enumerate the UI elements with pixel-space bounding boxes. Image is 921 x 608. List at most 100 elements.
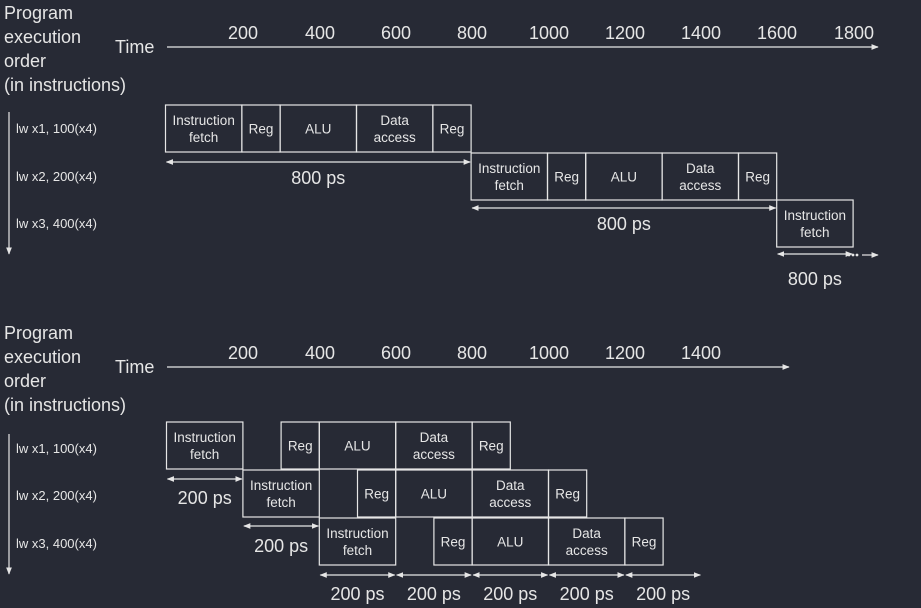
stage-box-outline [737, 152, 778, 201]
stage-label: Reg [745, 170, 770, 185]
continuation-dot [847, 253, 851, 257]
instruction-label: lw x1, 100(x4) [16, 121, 97, 136]
stage-box: Reg [624, 517, 664, 566]
diagram-non-pipelined: Program execution order (in instructions… [4, 3, 879, 289]
stage-box: ALU [279, 104, 358, 153]
duration-label: 200 ps [254, 536, 308, 556]
instruction-label: lw x2, 200(x4) [16, 488, 97, 503]
stage-label: Data [572, 526, 601, 541]
heading-line: order [4, 371, 46, 391]
duration-label: 200 ps [178, 488, 232, 508]
stage-label: Instruction [784, 208, 846, 223]
stage-box-outline [776, 199, 854, 248]
stage-label: fetch [343, 543, 372, 558]
tick-label: 600 [381, 23, 411, 43]
time-ticks: 200 400 600 800 1000 1200 1400 [228, 343, 721, 363]
time-label: Time [115, 37, 154, 57]
stage-box: Reg [433, 517, 473, 566]
stage-box: Reg [280, 421, 320, 470]
stage-box: ALU [395, 469, 473, 518]
continuation-dot [855, 253, 859, 257]
tick-label: 1400 [681, 23, 721, 43]
stage-box: Instruction fetch [318, 517, 397, 566]
heading-line: Program [4, 3, 73, 23]
instruction-label: lw x3, 400(x4) [16, 216, 97, 231]
stage-label: Instruction [250, 478, 312, 493]
duration-span: 800 ps [165, 159, 471, 188]
stage-label: ALU [421, 487, 447, 502]
stage-label: Reg [249, 122, 274, 137]
tick-label: 1400 [681, 343, 721, 363]
stage-label: ALU [611, 170, 637, 185]
stage-box-outline [432, 104, 472, 153]
stage-label: ALU [497, 535, 523, 550]
duration-label: 200 ps [407, 584, 461, 604]
stage-label: access [374, 130, 416, 145]
instruction-label: lw x1, 100(x4) [16, 441, 97, 456]
time-label: Time [115, 357, 154, 377]
duration-span: 200 ps [548, 572, 625, 604]
duration-span: 200 ps [625, 572, 702, 604]
tick-label: 1000 [529, 23, 569, 43]
heading-line: (in instructions) [4, 395, 126, 415]
stage-box-outline [242, 469, 320, 518]
stage-box-outline [165, 421, 244, 470]
continuation-dots [847, 252, 879, 258]
duration-label: 200 ps [636, 584, 690, 604]
stage-box-outline [624, 517, 664, 566]
tick-label: 200 [228, 23, 258, 43]
stage-box: ALU [318, 421, 397, 470]
duration-span: 200 ps [472, 572, 549, 604]
stage-label: Reg [441, 535, 466, 550]
stage-label: fetch [190, 447, 219, 462]
stage-box: Reg [241, 104, 281, 153]
stage-label: Instruction [478, 161, 540, 176]
stage-label: Data [420, 430, 449, 445]
stage-label: Instruction [326, 526, 388, 541]
stage-label: Data [686, 161, 715, 176]
stage-box: Instruction fetch [470, 152, 549, 201]
diagram-pipelined: Program execution order (in instructions… [4, 323, 790, 604]
duration-label: 200 ps [483, 584, 537, 604]
duration-label: 800 ps [291, 168, 345, 188]
stage-box: Reg [547, 469, 588, 518]
tick-label: 800 [457, 23, 487, 43]
heading-line: order [4, 51, 46, 71]
continuation-dot [851, 253, 855, 257]
tick-label: 400 [305, 343, 335, 363]
stage-label: Reg [632, 535, 657, 550]
instruction-label: lw x3, 400(x4) [16, 536, 97, 551]
stage-label: ALU [305, 122, 331, 137]
tick-label: 400 [305, 23, 335, 43]
duration-span: 200 ps [166, 476, 243, 508]
stage-box: ALU [471, 517, 550, 566]
heading-line: (in instructions) [4, 75, 126, 95]
duration-span: 800 ps [471, 205, 777, 234]
tick-label: 1800 [834, 23, 874, 43]
stage-box: Reg [471, 421, 511, 470]
stage-box-outline [547, 469, 588, 518]
stage-box: Reg [356, 469, 397, 518]
heading: Program execution order (in instructions… [4, 323, 126, 415]
stage-label: Reg [364, 487, 389, 502]
stage-label: fetch [495, 178, 524, 193]
stage-label: Reg [288, 439, 313, 454]
instruction-labels: lw x1, 100(x4) lw x2, 200(x4) lw x3, 400… [16, 441, 97, 551]
stage-box: ALU [585, 152, 663, 201]
stage-label: Reg [554, 170, 579, 185]
stage-box: Reg [546, 152, 587, 201]
tick-label: 800 [457, 343, 487, 363]
time-ticks: 200 400 600 800 1000 1200 1400 1600 1800 [228, 23, 874, 43]
duration-label: 200 ps [560, 584, 614, 604]
tick-label: 1200 [605, 23, 645, 43]
stage-label: access [489, 495, 531, 510]
